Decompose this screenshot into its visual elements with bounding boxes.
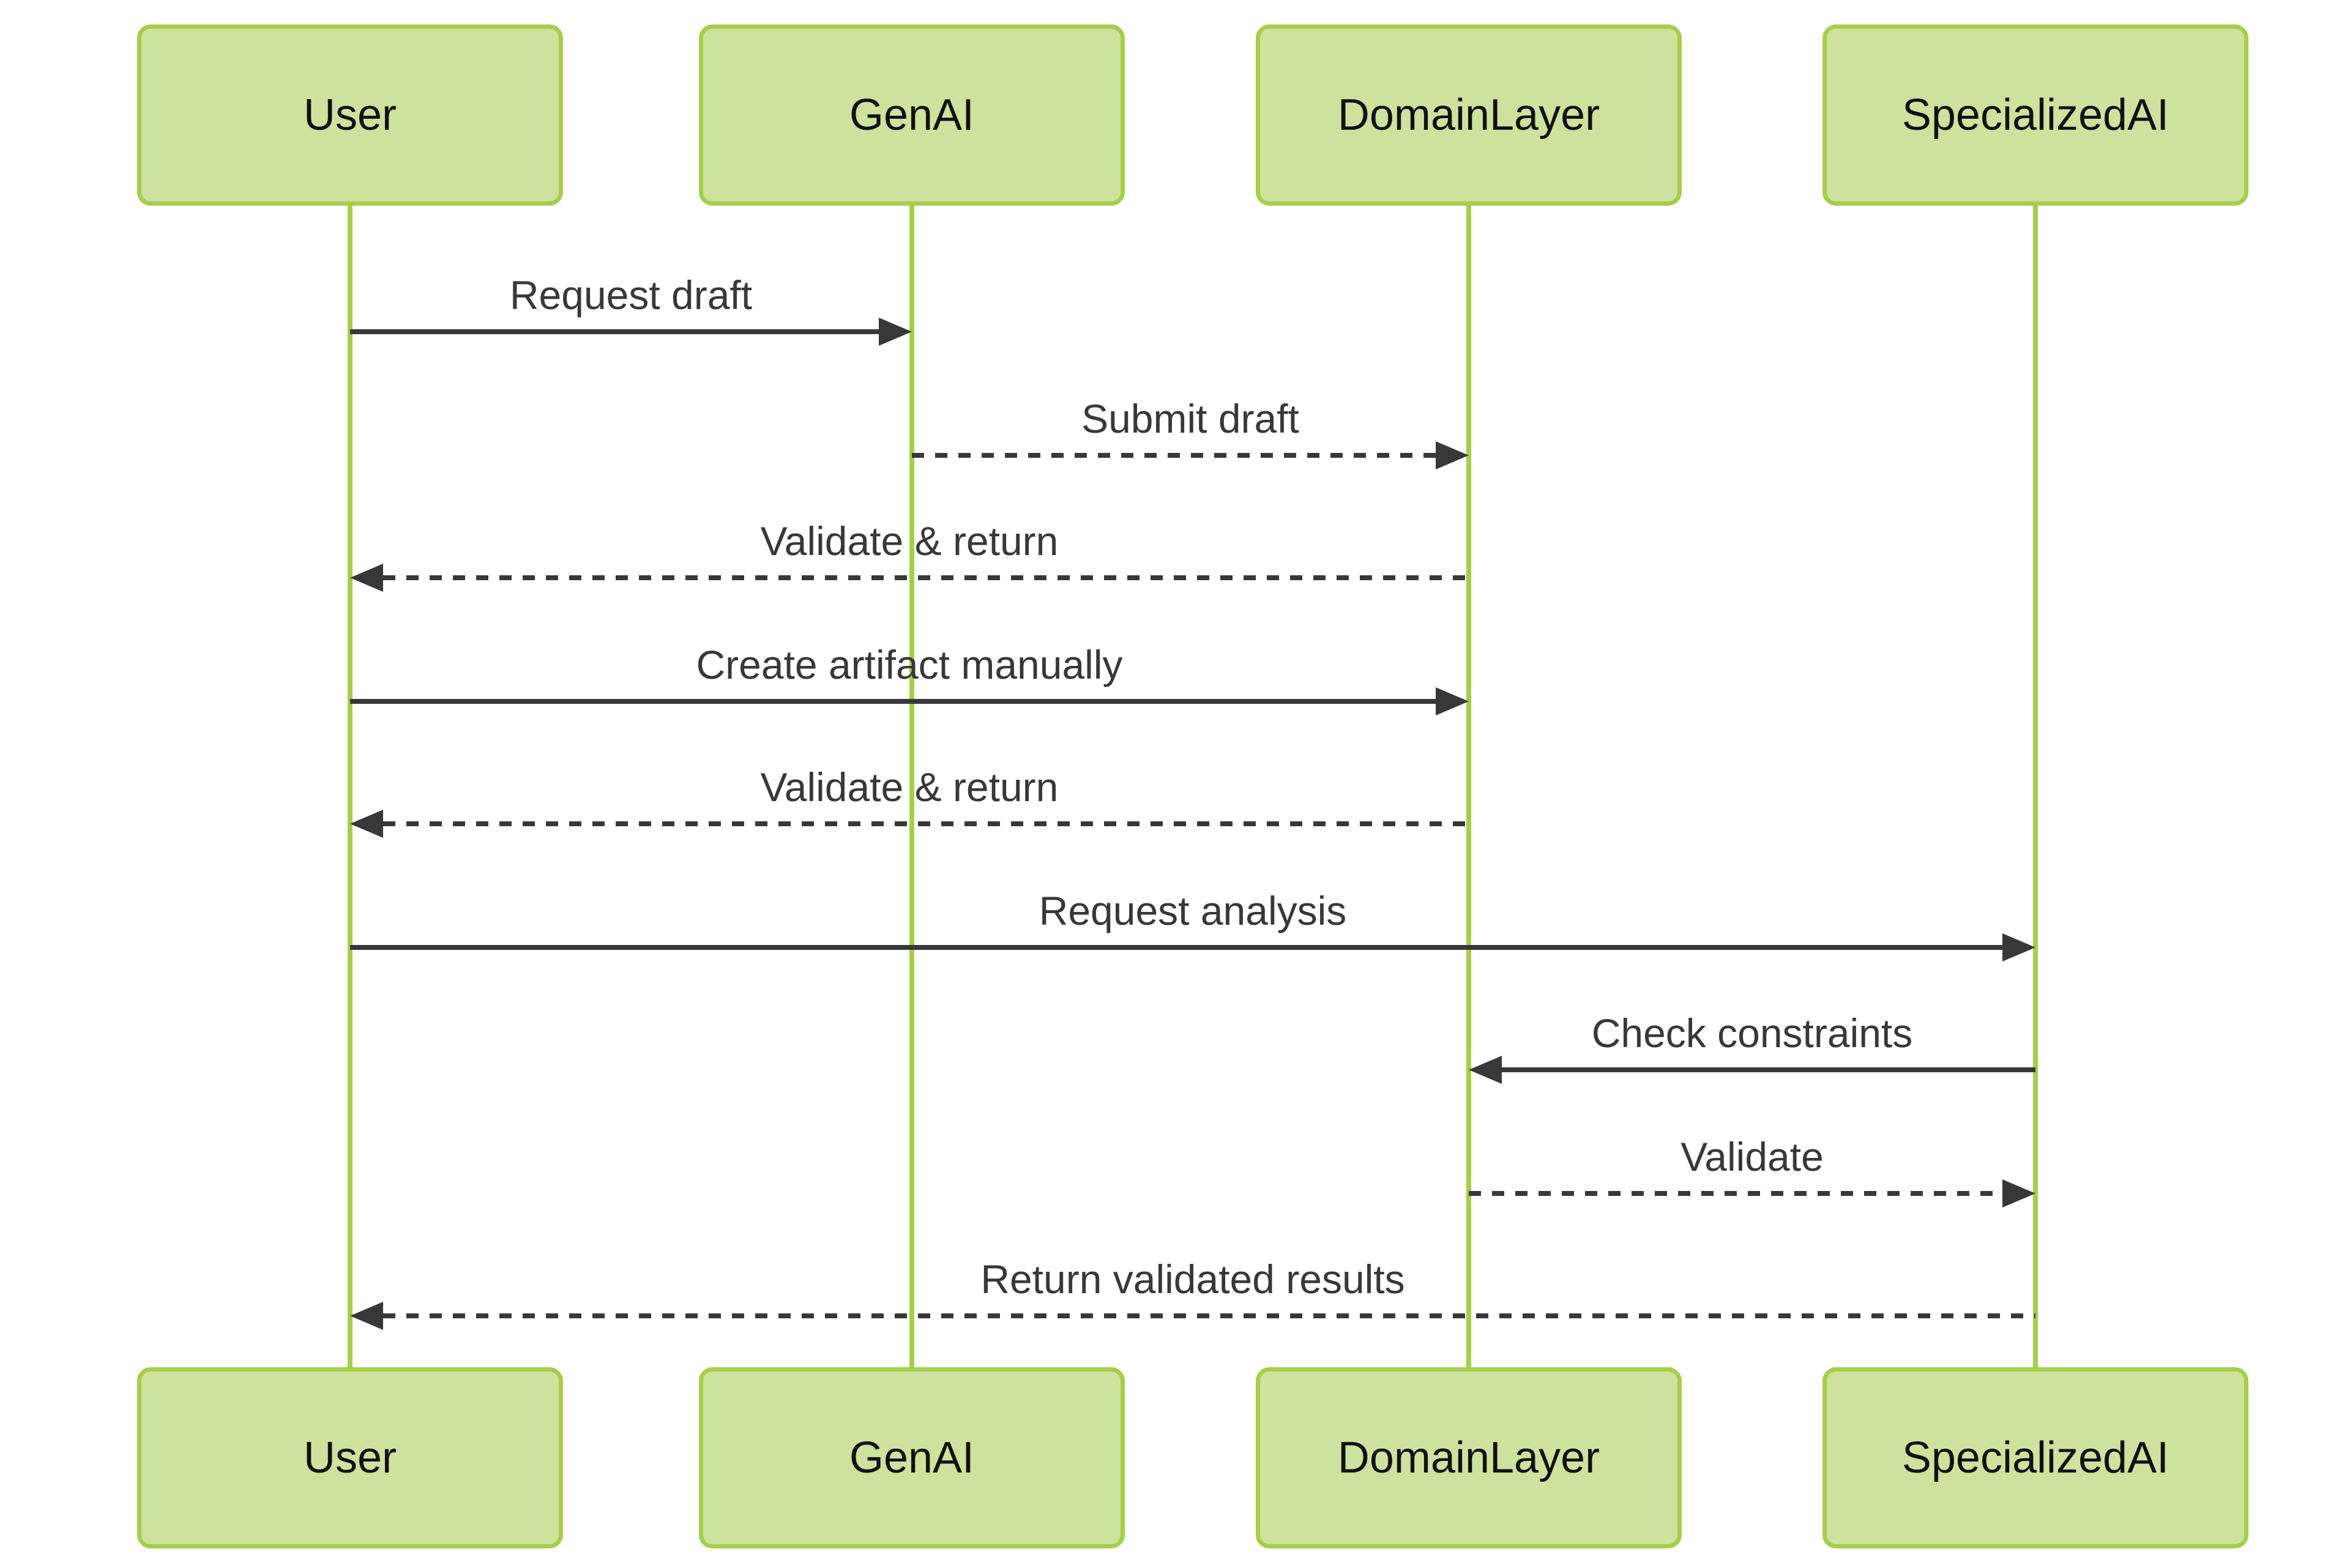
arrowhead-left-icon <box>1469 1056 1502 1084</box>
actor-bottom-domainlayer: DomainLayer <box>1256 1367 1682 1548</box>
actor-label: GenAI <box>849 1433 975 1482</box>
lifeline-genai <box>909 206 914 1367</box>
actor-top-genai: GenAI <box>699 24 1125 206</box>
actor-bottom-genai: GenAI <box>699 1367 1125 1548</box>
message-arrow-validate-return-1 <box>383 575 1469 580</box>
message-label: Return validated results <box>980 1256 1405 1302</box>
actor-label: GenAI <box>849 91 975 140</box>
arrowhead-right-icon <box>879 318 912 346</box>
actor-top-domainlayer: DomainLayer <box>1256 24 1682 206</box>
actor-bottom-specializedai: SpecializedAI <box>1822 1367 2248 1548</box>
actor-label: User <box>303 1433 397 1482</box>
message-label: Validate & return <box>760 518 1059 564</box>
message-label: Request analysis <box>1039 888 1347 933</box>
message-arrow-submit-draft <box>912 453 1436 458</box>
actor-label: SpecializedAI <box>1901 1433 2169 1482</box>
arrowhead-right-icon <box>1436 441 1469 469</box>
actor-label: DomainLayer <box>1337 1433 1600 1482</box>
arrowhead-left-icon <box>350 1302 383 1330</box>
arrowhead-right-icon <box>1436 687 1469 715</box>
message-label: Check constraints <box>1591 1010 1913 1056</box>
actor-top-specializedai: SpecializedAI <box>1822 24 2248 206</box>
message-arrow-return-validated-results <box>383 1313 2035 1318</box>
actor-label: DomainLayer <box>1337 91 1600 140</box>
arrowhead-right-icon <box>2002 933 2035 961</box>
actor-top-user: User <box>137 24 563 206</box>
actor-label: SpecializedAI <box>1901 91 2169 140</box>
arrowhead-left-icon <box>350 564 383 592</box>
message-label: Validate & return <box>760 764 1059 810</box>
message-arrow-validate-return-2 <box>383 821 1469 826</box>
actor-label: User <box>303 91 397 140</box>
message-label: Submit draft <box>1081 396 1299 441</box>
message-arrow-request-draft <box>350 329 879 334</box>
lifeline-domainlayer <box>1466 206 1471 1367</box>
message-label: Create artifact manually <box>696 642 1123 687</box>
message-arrow-create-artifact <box>350 699 1436 704</box>
message-arrow-validate <box>1469 1191 2002 1196</box>
message-label: Validate <box>1680 1134 1824 1179</box>
lifeline-specializedai <box>2033 206 2038 1367</box>
arrowhead-left-icon <box>350 810 383 838</box>
message-arrow-check-constraints <box>1502 1067 2035 1072</box>
message-arrow-request-analysis <box>350 945 2002 950</box>
actor-bottom-user: User <box>137 1367 563 1548</box>
lifeline-user <box>348 206 352 1367</box>
arrowhead-right-icon <box>2002 1179 2035 1208</box>
message-label: Request draft <box>509 272 753 318</box>
